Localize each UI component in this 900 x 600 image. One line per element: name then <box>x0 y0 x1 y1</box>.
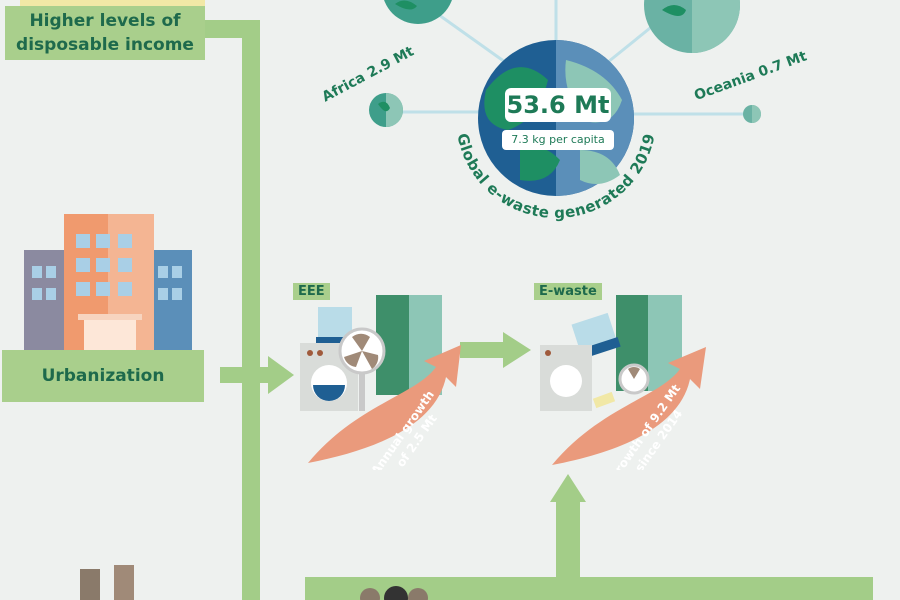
urbanization-label: Urbanization <box>2 350 204 402</box>
eee-fan <box>338 327 386 411</box>
vertical-trunk <box>242 20 260 600</box>
ewaste-tag: E-waste <box>534 283 602 300</box>
globe-oceania <box>743 105 761 123</box>
eee-appliances-icon: Annual growth of 2.5 Mt <box>300 295 461 470</box>
globe-per-capita: 7.3 kg per capita <box>502 130 614 150</box>
buildings-icon <box>24 214 192 355</box>
globe-network: Global e-waste generated 2019 Africa 2.9… <box>320 0 809 222</box>
income-label: Higher levels of disposable income <box>5 6 205 60</box>
globe-total-value: 53.6 Mt <box>505 88 611 122</box>
eee-tag: EEE <box>293 283 330 300</box>
devices-icon <box>360 586 428 600</box>
income-label-text: Higher levels of disposable income <box>16 11 194 55</box>
income-icon-strip <box>20 0 205 6</box>
region-oceania-label: Oceania 0.7 Mt <box>692 48 809 104</box>
urbanization-label-text: Urbanization <box>41 366 165 386</box>
globe-africa <box>369 93 403 127</box>
urbanization-connector-h <box>220 367 270 383</box>
globe-top-left <box>384 0 452 24</box>
eee-growth-arrow <box>308 345 461 463</box>
arrow-to-eee <box>268 356 294 394</box>
bottom-connector-v <box>556 500 580 600</box>
region-africa-label: Africa 2.9 Mt <box>320 43 417 105</box>
arrow-to-ewaste <box>503 332 531 368</box>
factory-icon <box>80 565 134 600</box>
ewaste-appliances-icon: Growth of 9.2 Mt since 2014 <box>540 295 706 470</box>
bottom-connector-h <box>305 577 873 600</box>
eee-to-ewaste-connector <box>460 342 505 358</box>
arrow-up-to-ewaste <box>550 474 586 502</box>
ewaste-growth-arrow <box>552 347 706 465</box>
globe-top-right <box>644 0 740 53</box>
